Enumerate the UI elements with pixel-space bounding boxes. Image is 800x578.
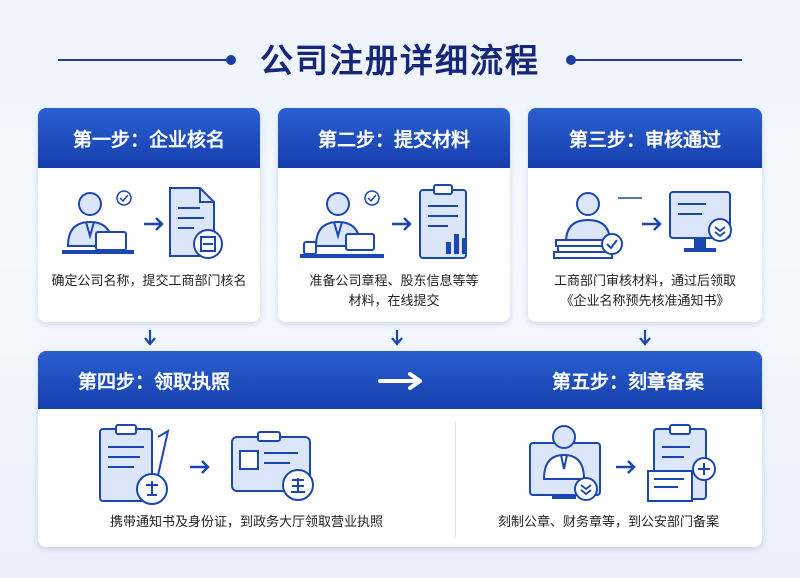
bottom-card: 第四步：领取执照 第五步：刻章备案 携带: [38, 351, 762, 547]
step1-illustration: [62, 187, 223, 259]
step-label-1: 第一步：企业核名: [72, 129, 225, 151]
arrow-right-icon: [144, 217, 164, 231]
step5-illustration: [529, 424, 716, 502]
title-dot-left: [226, 55, 236, 65]
step-card-1: 第一步：企业核名 确定公司名称，提交工商部门核名: [38, 108, 260, 322]
step-desc-5: 刻制公章、财务章等，到公安部门备案: [497, 515, 719, 530]
divider: [455, 421, 456, 537]
arrow-down-icon: [639, 330, 651, 346]
monitor-icon: [669, 191, 732, 252]
title-line-right: [574, 59, 742, 61]
title-line-left: [58, 59, 226, 61]
checkmark-icon: [116, 190, 132, 206]
person-books-icon: [553, 192, 623, 259]
step3-illustration: [553, 191, 732, 259]
clipboard-seal-icon: [99, 424, 170, 505]
id-card-icon: [231, 431, 314, 501]
step-desc-4: 携带通知书及身份证，到政务大厅领取营业执照: [109, 515, 383, 530]
step-label-2: 第二步：提交材料: [317, 129, 470, 151]
clipboard-stamp-icon: [647, 424, 716, 502]
step2-illustration: [300, 184, 467, 259]
person-laptop-icon: [62, 192, 134, 254]
step-label-5: 第五步：刻章备案: [552, 371, 705, 393]
step-card-2: 第二步：提交材料 准备公司章程、股东信息等等: [278, 108, 510, 322]
arrow-right-icon: [616, 460, 636, 474]
document-icon: [169, 187, 223, 259]
arrow-down-icon: [391, 330, 403, 346]
step-card-3: 第三步：审核通过 工商部门审核材料，通过后领取 《企业名: [528, 108, 762, 322]
step-header-2: 第二步：提交材料: [278, 108, 510, 168]
step-label-3: 第三步：审核通过: [568, 129, 721, 151]
arrow-right-icon: [190, 460, 210, 474]
step-header-1: 第一步：企业核名: [38, 108, 260, 168]
arrow-down-icon: [144, 330, 156, 346]
step-desc-2: 准备公司章程、股东信息等等 材料，在线提交: [309, 274, 479, 309]
step4-illustration: [99, 424, 314, 505]
step-header-3: 第三步：审核通过: [528, 108, 762, 168]
arrow-right-icon: [378, 372, 422, 390]
step-label-4: 第四步：领取执照: [78, 371, 231, 393]
person-monitor-icon: [529, 425, 601, 501]
person-desk-icon: [300, 192, 384, 258]
page-title: 公司注册详细流程: [260, 41, 540, 80]
bottom-header: 第四步：领取执照 第五步：刻章备案: [38, 351, 762, 409]
checkmark-icon: [364, 190, 380, 206]
step-desc-3: 工商部门审核材料，通过后领取 《企业名称预先核准通知书》: [553, 274, 736, 309]
arrow-right-icon: [392, 217, 412, 231]
title-bar: 公司注册详细流程: [0, 30, 800, 86]
arrow-right-icon: [642, 217, 662, 231]
step-desc-1: 确定公司名称，提交工商部门核名: [51, 274, 247, 289]
clipboard-chart-icon: [419, 184, 467, 259]
title-dot-right: [566, 55, 576, 65]
